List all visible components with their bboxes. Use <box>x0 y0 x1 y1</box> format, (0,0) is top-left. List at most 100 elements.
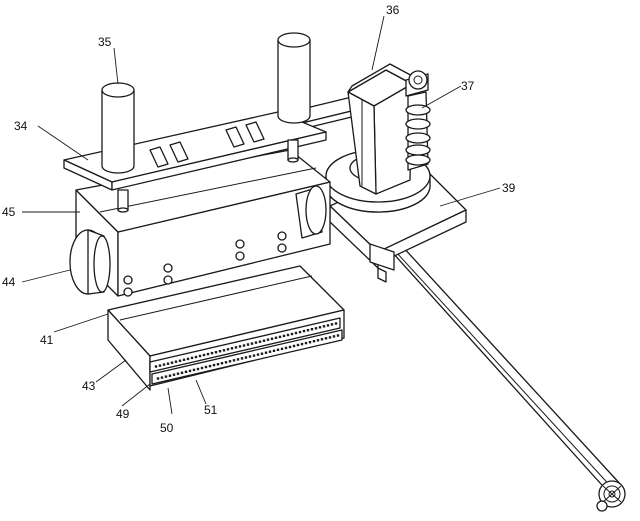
perforation-hole <box>216 363 220 366</box>
end-cap <box>69 229 111 295</box>
perforation-hole <box>238 345 242 348</box>
label-51: 51 <box>204 403 218 417</box>
plate-slots <box>149 121 265 168</box>
perforation-hole <box>174 360 178 363</box>
perforation-hole <box>248 355 252 358</box>
perforation-hole <box>170 361 174 364</box>
perforation-hole <box>180 371 184 374</box>
perforation-hole <box>220 362 224 365</box>
label-35: 35 <box>98 35 112 49</box>
perforation-hole <box>336 334 340 337</box>
post-stub-left <box>117 189 129 213</box>
label-44: 44 <box>2 275 16 289</box>
label-39: 39 <box>502 181 516 195</box>
perforation-hole <box>262 339 266 342</box>
perforation-hole <box>212 363 216 367</box>
perforation-hole <box>178 359 182 362</box>
perforation-hole <box>234 346 238 349</box>
perforation-hole <box>226 348 230 351</box>
perforation-holes <box>154 322 340 380</box>
perforation-hole <box>224 361 228 364</box>
perforation-hole <box>168 374 172 377</box>
perforation-hole <box>324 337 328 340</box>
perforation-hole <box>214 351 218 354</box>
perforation-hole <box>172 373 176 376</box>
post-left <box>101 82 135 174</box>
gear-stack <box>405 70 431 171</box>
perforation-hole <box>298 330 302 334</box>
perforation-hole <box>284 346 288 350</box>
motor-housing <box>347 63 417 195</box>
perforation-hole <box>228 360 232 363</box>
perforation-hole <box>308 341 312 344</box>
perforation-hole <box>260 352 264 355</box>
post-stub-right <box>287 139 299 163</box>
perforation-hole <box>202 353 206 357</box>
label-34: 34 <box>14 119 28 133</box>
bolt-pair-4 <box>123 275 133 297</box>
perforation-hole <box>166 362 170 365</box>
perforation-hole <box>288 345 292 349</box>
perforation-hole <box>310 328 314 331</box>
perforation-hole <box>240 357 244 360</box>
perforation-hole <box>256 353 260 356</box>
perforation-hole <box>188 369 192 373</box>
perforation-hole <box>208 364 212 368</box>
label-41: 41 <box>40 333 54 347</box>
label-49: 49 <box>116 407 130 421</box>
perforation-hole <box>326 324 330 327</box>
perforation-hole <box>292 344 296 348</box>
perforation-hole <box>184 370 188 373</box>
rail-end-gear <box>596 480 626 512</box>
perforation-hole <box>296 343 300 347</box>
perforation-hole <box>268 350 272 353</box>
perforation-hole <box>250 342 254 345</box>
perforation-hole <box>200 366 204 370</box>
label-37: 37 <box>461 79 475 93</box>
perforation-hole <box>156 377 160 380</box>
perforation-hole <box>304 341 308 345</box>
bolt-pair-2 <box>277 231 287 253</box>
perforation-hole <box>230 347 234 350</box>
perforation-hole <box>190 356 194 360</box>
perforation-hole <box>276 348 280 351</box>
perforation-hole <box>244 356 248 359</box>
perforation-hole <box>300 342 304 346</box>
perforation-hole <box>186 357 190 361</box>
perforation-hole <box>270 337 274 340</box>
perforation-hole <box>254 341 258 344</box>
label-43: 43 <box>82 379 96 393</box>
perforation-hole <box>318 326 322 329</box>
post-right <box>277 32 311 124</box>
slide-rail <box>391 245 623 495</box>
perforation-hole <box>286 333 290 337</box>
perforation-hole <box>222 349 226 352</box>
label-50: 50 <box>160 421 174 435</box>
perforation-hole <box>192 368 196 372</box>
perforation-hole <box>158 364 162 367</box>
bolt-pair-3 <box>163 263 173 285</box>
perforation-hole <box>162 363 166 366</box>
label-36: 36 <box>386 3 400 17</box>
perforation-hole <box>218 350 222 353</box>
perforation-hole <box>274 336 278 339</box>
perforation-hole <box>154 365 158 368</box>
perforation-hole <box>330 323 334 326</box>
perforation-hole <box>294 331 298 335</box>
perforation-hole <box>334 322 338 325</box>
perforation-hole <box>332 335 336 338</box>
perforation-hole <box>266 338 270 341</box>
perforation-hole <box>282 334 286 338</box>
perforation-hole <box>160 376 164 379</box>
perforation-hole <box>314 327 318 330</box>
perforation-hole <box>232 359 236 362</box>
perforation-hole <box>242 344 246 347</box>
perforation-hole <box>320 338 324 341</box>
perforation-hole <box>194 355 198 359</box>
perforation-hole <box>322 325 326 328</box>
perforation-hole <box>176 372 180 375</box>
perforation-hole <box>278 335 282 339</box>
perforation-hole <box>246 343 250 346</box>
